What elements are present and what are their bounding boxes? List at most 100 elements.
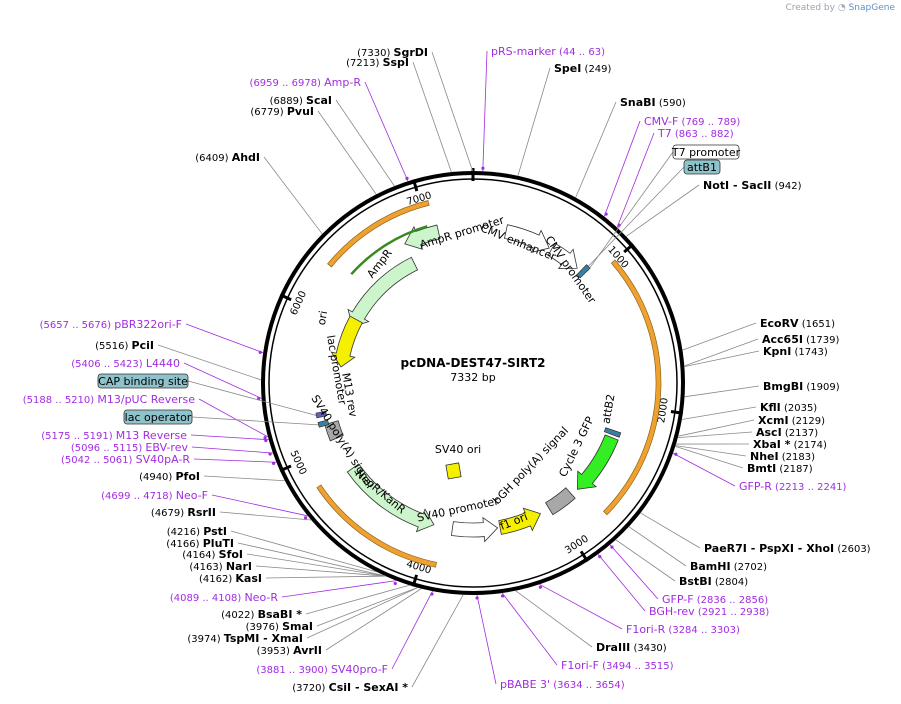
enzyme-label[interactable]: (4164) SfoI xyxy=(182,548,243,561)
enzyme-leader-line xyxy=(263,156,323,235)
enzyme-label[interactable]: KflI (2035) xyxy=(760,401,817,414)
primer-label[interactable]: (6959 .. 6978) Amp-R xyxy=(250,76,362,89)
enzyme-label[interactable]: SnaBI (590) xyxy=(620,96,686,109)
small-site-mark xyxy=(315,410,327,419)
enzyme-leader-line xyxy=(684,338,759,367)
primer-label[interactable]: T7 (863 .. 882) xyxy=(657,127,734,140)
primer-label[interactable]: (5406 .. 5423) L4440 xyxy=(71,357,180,370)
boxed-label-bg xyxy=(683,159,721,175)
primer-site-mark xyxy=(604,212,608,216)
enzyme-leader-line xyxy=(306,587,418,639)
primer-site-mark xyxy=(430,592,434,596)
enzyme-label[interactable]: (5516) PciI xyxy=(95,339,154,352)
enzyme-label[interactable]: (7213) SspI xyxy=(346,56,409,69)
enzyme-label[interactable]: (3976) SmaI xyxy=(246,620,313,633)
enzyme-label[interactable]: XbaI * (2174) xyxy=(753,438,827,451)
cmv-promoter-arrow xyxy=(547,242,578,269)
small-site-mark xyxy=(576,264,591,279)
credit-brand: SnapGene xyxy=(848,3,895,13)
primer-label[interactable]: GFP-R (2213 .. 2241) xyxy=(739,480,847,493)
enzyme-leader-line xyxy=(317,110,377,195)
enzyme-label[interactable]: AscI (2137) xyxy=(756,426,818,439)
primer-label[interactable]: (4089 .. 4108) Neo-R xyxy=(170,591,279,604)
enzyme-label[interactable]: Acc65I (1739) xyxy=(762,333,839,346)
boxed-label-bg xyxy=(97,373,189,389)
enzyme-label[interactable]: (4679) RsrII xyxy=(151,506,216,519)
primer-label[interactable]: (5657 .. 5676) pBR322ori-F xyxy=(40,318,182,331)
enzyme-label[interactable]: BmtI (2187) xyxy=(747,462,813,475)
primer-leader-line xyxy=(603,120,641,217)
enzyme-label[interactable]: SpeI (249) xyxy=(554,62,612,75)
boxed-label-leader xyxy=(187,380,317,416)
boxed-label-text[interactable]: CAP binding site xyxy=(98,375,188,388)
primer-label[interactable]: (5188 .. 5210) M13/pUC Reverse xyxy=(23,393,195,406)
enzyme-leader-line xyxy=(325,588,422,651)
enzyme-label[interactable]: XcmI (2129) xyxy=(758,414,825,427)
enzyme-label[interactable]: (4162) KasI xyxy=(199,572,262,585)
primer-label[interactable]: (5042 .. 5061) SV40pA-R xyxy=(61,453,190,466)
primer-label[interactable]: (4699 .. 4718) Neo-F xyxy=(101,489,208,502)
enzyme-label[interactable]: (6409) AhdI xyxy=(195,151,260,164)
boxed-label-leader xyxy=(587,151,674,272)
primer-label[interactable]: pRS-marker (44 .. 63) xyxy=(491,45,605,58)
f1-ori-arrow xyxy=(498,507,541,535)
primer-label[interactable]: pBABE 3' (3634 .. 3654) xyxy=(500,678,625,691)
enzyme-label[interactable]: EcoRV (1651) xyxy=(760,317,835,330)
primer-label[interactable]: (3881 .. 3900) SV40pro-F xyxy=(256,663,388,676)
enzyme-leader-line xyxy=(219,511,312,521)
enzyme-leader-line xyxy=(157,344,262,381)
enzyme-label[interactable]: (6889) ScaI xyxy=(270,94,332,107)
primer-leader-line xyxy=(539,583,623,630)
enzyme-label[interactable]: (4022) BsaBI * xyxy=(221,608,302,621)
enzyme-label[interactable]: BstBI (2804) xyxy=(679,575,748,588)
gfp-arrow xyxy=(576,434,619,490)
enzyme-label[interactable]: (4216) PstI xyxy=(167,525,227,538)
primer-label[interactable]: CMV-F (769 .. 789) xyxy=(644,115,740,128)
bgh-polya-box xyxy=(545,487,576,516)
boxed-label-text[interactable]: attB1 xyxy=(687,161,717,174)
primer-label[interactable]: (5096 .. 5115) EBV-rev xyxy=(71,441,189,454)
plasmid-length: 7332 bp xyxy=(450,371,495,384)
primer-site-mark xyxy=(271,461,276,465)
enzyme-label[interactable]: (3720) CsiI - SexAI * xyxy=(292,681,408,694)
feature-label[interactable]: NeoR/KanR xyxy=(353,467,409,517)
primer-leader-line xyxy=(672,452,736,487)
enzyme-label[interactable]: NheI (2183) xyxy=(750,450,815,463)
enzyme-leader-line xyxy=(305,584,410,615)
enzyme-label[interactable]: (6779) PvuI xyxy=(250,105,314,118)
enzyme-label[interactable]: DraIII (3430) xyxy=(596,641,667,654)
enzyme-label[interactable]: BamHI (2702) xyxy=(690,560,767,573)
boxed-label-text[interactable]: T7 promoter xyxy=(671,146,741,159)
primer-label[interactable]: F1ori-F (3494 .. 3515) xyxy=(561,659,674,672)
feature-label[interactable]: CMV promoter xyxy=(542,234,598,307)
enzyme-label[interactable]: (7330) SgrDI xyxy=(357,46,428,59)
enzyme-label[interactable]: (4166) PluTI xyxy=(166,537,234,550)
enzyme-label[interactable]: KpnI (1743) xyxy=(763,345,828,358)
ori-arrow xyxy=(330,315,363,368)
snapgene-logo-icon: ◔ xyxy=(837,3,846,13)
enzyme-leader-line xyxy=(678,419,755,437)
primer-label[interactable]: F1ori-R (3284 .. 3303) xyxy=(626,623,740,636)
feature-label[interactable]: SV40 ori xyxy=(435,443,481,456)
primer-leader-line xyxy=(190,434,269,441)
enzyme-leader-line xyxy=(237,542,386,577)
primer-site-mark xyxy=(263,436,267,440)
primer-site-mark xyxy=(264,438,268,443)
enzyme-label[interactable]: PaeR7I - PspXI - XhoI (2603) xyxy=(704,542,871,555)
feature-label[interactable]: ori xyxy=(315,310,330,326)
feature-label[interactable]: attB2 xyxy=(600,393,618,425)
primer-leader-line xyxy=(193,458,277,463)
boxed-label-text[interactable]: lac operator xyxy=(125,411,192,424)
enzyme-label[interactable]: (4940) PfoI xyxy=(139,470,200,483)
primer-label[interactable]: (5175 .. 5191) M13 Reverse xyxy=(41,429,187,442)
primer-label[interactable]: GFP-F (2836 .. 2856) xyxy=(662,593,768,606)
feature-label[interactable]: SV40 promoter xyxy=(416,494,500,524)
enzyme-label[interactable]: BmgBI (1909) xyxy=(763,380,840,393)
enzyme-label[interactable]: (3953) AvrII xyxy=(257,644,322,657)
enzyme-label[interactable]: (4163) NarI xyxy=(189,560,252,573)
primer-site-mark xyxy=(500,594,505,598)
enzyme-label[interactable]: NotI - SacII (942) xyxy=(703,179,802,192)
enzyme-label[interactable]: (3974) TspMI - XmaI xyxy=(187,632,303,645)
primer-leader-line xyxy=(391,590,433,670)
primer-label[interactable]: BGH-rev (2921 .. 2938) xyxy=(649,605,769,618)
